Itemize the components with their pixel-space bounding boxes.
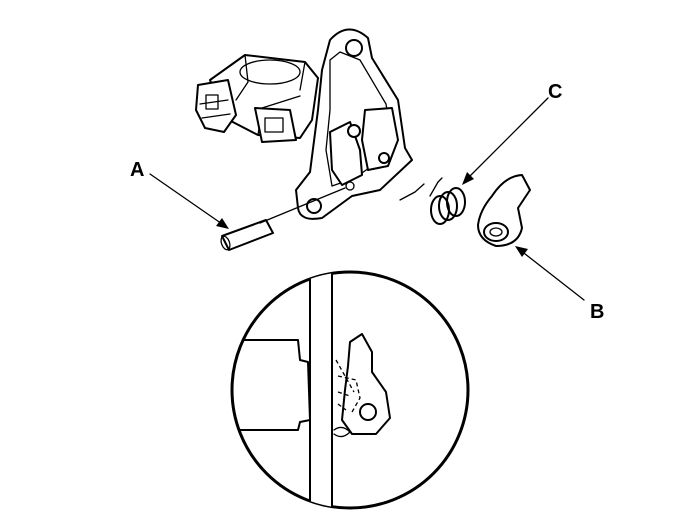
mounting-plate [295,28,413,220]
detail-plate [309,272,333,508]
leader-b [515,246,585,301]
leader-c [462,97,549,185]
spring-part-c [399,177,466,225]
motor-housing [195,54,319,143]
lever-part-b [477,174,531,247]
callout-label-a: A [130,159,144,181]
pin-part-a [220,219,274,251]
detail-view [230,270,470,510]
callout-label-b: B [590,301,604,323]
actuator-assembly [195,28,531,251]
leader-a [149,173,346,229]
callout-label-c: C [548,81,562,103]
